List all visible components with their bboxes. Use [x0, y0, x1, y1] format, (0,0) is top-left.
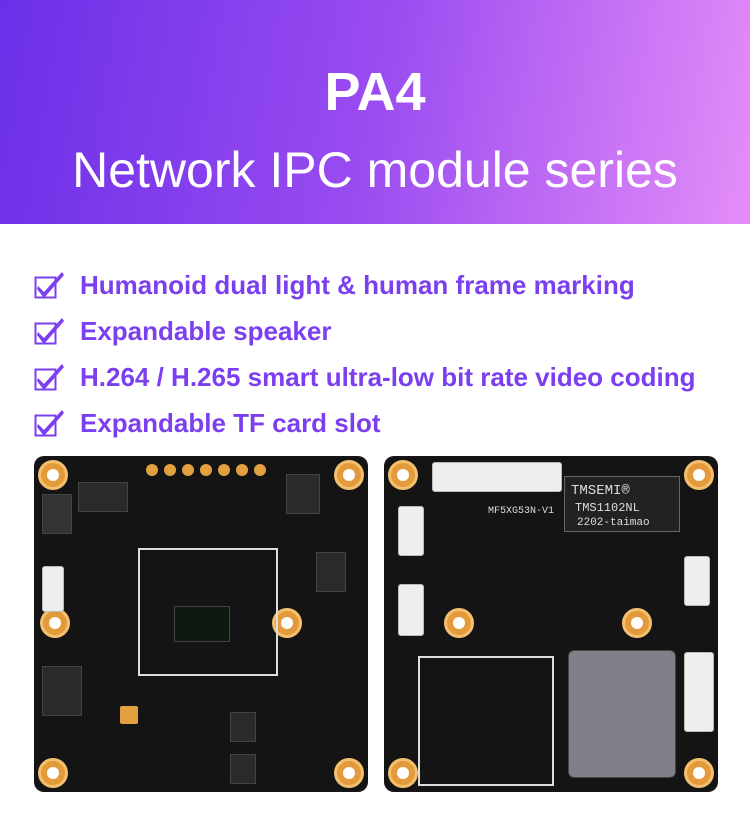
board-code: MF5XG53N-V1	[488, 506, 555, 517]
checkbox-checked-icon	[34, 364, 64, 391]
feature-list: Humanoid dual light & human frame markin…	[34, 262, 696, 446]
tmsemi-chip: TMSEMI® TMS1102NL 2202-taimao	[564, 476, 680, 532]
feature-label: Humanoid dual light & human frame markin…	[80, 269, 635, 300]
feature-item: Expandable speaker	[34, 308, 696, 354]
product-title: PA4	[324, 62, 426, 122]
feature-item: Humanoid dual light & human frame markin…	[34, 262, 696, 308]
pcb-back-image: TMSEMI® TMS1102NL 2202-taimao MF5XG53N-V…	[384, 456, 718, 792]
checkbox-checked-icon	[34, 272, 64, 299]
feature-item: H.264 / H.265 smart ultra-low bit rate v…	[34, 354, 696, 400]
feature-item: Expandable TF card slot	[34, 400, 696, 446]
product-subtitle: Network IPC module series	[72, 142, 678, 198]
pcb-front-image	[34, 456, 368, 792]
feature-label: Expandable TF card slot	[80, 407, 381, 438]
checkbox-checked-icon	[34, 318, 64, 345]
checkbox-checked-icon	[34, 410, 64, 437]
hero-banner: PA4 Network IPC module series	[0, 0, 750, 224]
feature-label: Expandable speaker	[80, 315, 332, 346]
feature-label: H.264 / H.265 smart ultra-low bit rate v…	[80, 361, 696, 392]
